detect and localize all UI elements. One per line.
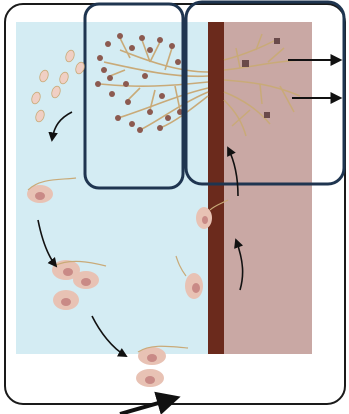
seed-3 [73, 271, 99, 289]
membrane-wall [208, 22, 224, 354]
seed-4 [53, 290, 79, 310]
bottom-entry-arrow [120, 398, 176, 414]
seed-6 [136, 369, 164, 387]
right-compartment [222, 22, 312, 354]
